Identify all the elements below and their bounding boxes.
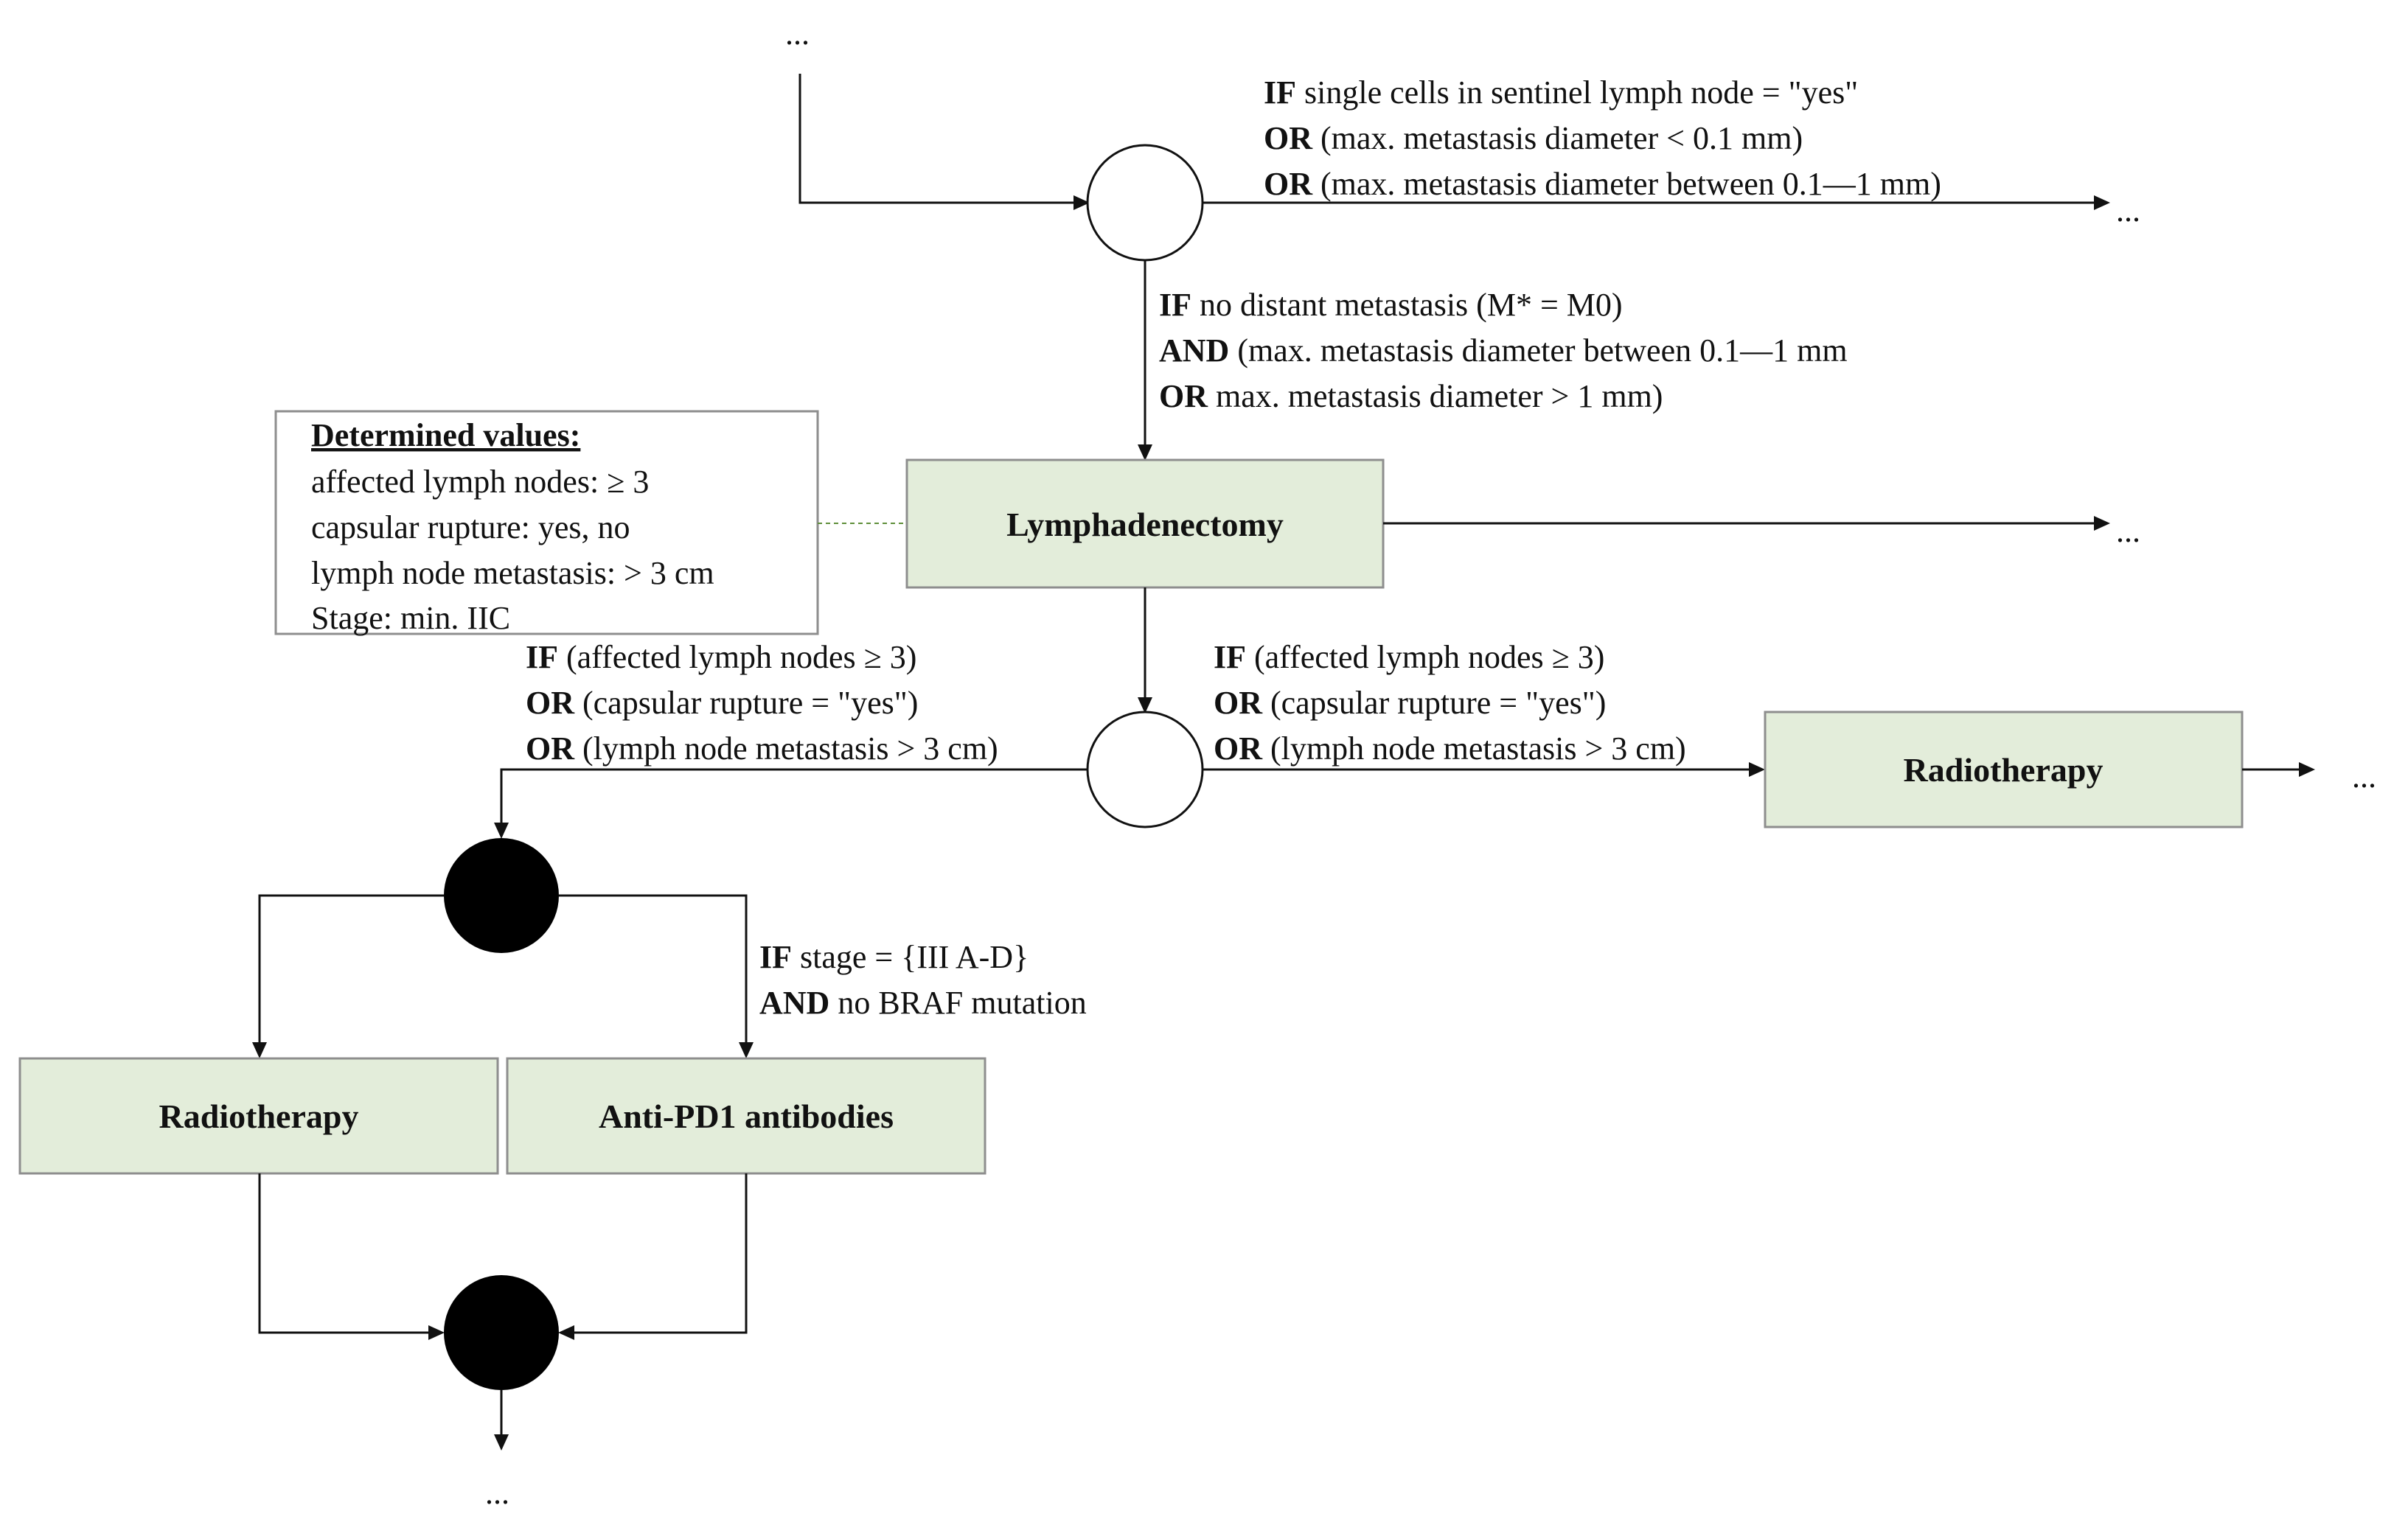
gateway-1-down-condition: IF no distant metastasis (M* = M0) AND (… — [1159, 287, 1848, 414]
condition-keyword: IF — [1264, 74, 1296, 111]
fork-right-arrow — [739, 1042, 754, 1058]
gateway-2[interactable] — [1086, 711, 1204, 828]
gateway-1-right-condition: IF single cells in sentinel lymph node =… — [1264, 74, 1941, 202]
condition-keyword: OR — [1159, 378, 1208, 414]
entry-flow — [798, 74, 1076, 204]
condition-keyword: OR — [526, 730, 575, 767]
gateway-1-right-ellipsis: ... — [2116, 192, 2140, 228]
radiotherapy-right-out-arrow — [2299, 762, 2315, 777]
condition-keyword: AND — [1159, 332, 1229, 369]
svg-text:IF no distant metastasis (M* =: IF no distant metastasis (M* = M0) — [1159, 287, 1623, 323]
lymphadenectomy-label: Lymphadenectomy — [1006, 506, 1284, 543]
svg-text:OR max. metastasis diameter >: OR max. metastasis diameter > 1 mm) — [1159, 378, 1663, 414]
svg-text:OR (capsular rupture = "yes"): OR (capsular rupture = "yes") — [526, 685, 918, 721]
determined-values-note — [274, 410, 819, 635]
parallel-join[interactable] — [444, 1275, 559, 1390]
join-down-arrow — [494, 1434, 509, 1451]
svg-text:IF (affected lymph nodes ≥ 3): IF (affected lymph nodes ≥ 3) — [1214, 639, 1604, 675]
condition-keyword: IF — [1214, 639, 1246, 675]
condition-keyword: AND — [759, 985, 829, 1021]
condition-keyword: IF — [759, 939, 792, 975]
radiotherapy-right-activity[interactable] — [1764, 711, 2244, 828]
condition-text: (max. metastasis diameter between 0.1—1 … — [1312, 166, 1941, 202]
condition-text: (capsular rupture = "yes") — [1262, 685, 1606, 721]
join-right-arrow — [558, 1325, 574, 1340]
svg-text:IF stage = {III A-D}: IF stage = {III A-D} — [759, 939, 1029, 975]
svg-text:AND no BRAF mutation: AND no BRAF mutation — [759, 985, 1087, 1021]
condition-keyword: OR — [526, 685, 575, 721]
svg-text:IF single cells in sentinel ly: IF single cells in sentinel lymph node =… — [1264, 74, 1858, 111]
gateway-1-down-arrow — [1138, 444, 1152, 461]
condition-text: (max. metastasis diameter < 0.1 mm) — [1312, 120, 1803, 156]
parallel-fork[interactable] — [444, 838, 559, 953]
condition-text: (capsular rupture = "yes") — [574, 685, 918, 721]
anti-pd1-label: Anti-PD1 antibodies — [599, 1097, 894, 1135]
gateway-2-left-arrow — [494, 823, 509, 839]
note-line: affected lymph nodes: ≥ 3 — [311, 464, 649, 500]
condition-keyword: OR — [1214, 685, 1263, 721]
condition-keyword: OR — [1264, 120, 1313, 156]
join-left-arrow — [428, 1325, 445, 1340]
fork-right-condition: IF stage = {III A-D} AND no BRAF mutatio… — [759, 939, 1087, 1021]
svg-text:IF (affected lymph nodes ≥ 3): IF (affected lymph nodes ≥ 3) — [526, 639, 916, 675]
condition-keyword: OR — [1214, 730, 1263, 767]
svg-text:AND (max. metastasis diameter: AND (max. metastasis diameter between 0.… — [1159, 332, 1848, 369]
condition-text: (max. metastasis diameter between 0.1—1 … — [1229, 332, 1847, 369]
fork-left-arrow — [252, 1042, 267, 1058]
svg-text:OR (lymph node metastasis > 3: OR (lymph node metastasis > 3 cm) — [526, 730, 998, 767]
condition-keyword: IF — [526, 639, 558, 675]
lymphadenectomy-right-arrow — [2094, 516, 2110, 531]
lymphadenectomy-right-ellipsis: ... — [2116, 513, 2140, 549]
radiotherapy-left-label: Radiotherapy — [159, 1097, 359, 1135]
entry-flow-arrow — [1073, 195, 1090, 210]
join-left-flow — [258, 1173, 430, 1334]
radiotherapy-right-label: Radiotherapy — [1904, 751, 2103, 789]
condition-text: (affected lymph nodes ≥ 3) — [1246, 639, 1604, 675]
gateway-2-left-flow — [500, 768, 1088, 824]
lymphadenectomy-down-arrow — [1138, 697, 1152, 713]
svg-text:OR (capsular rupture = "yes"): OR (capsular rupture = "yes") — [1214, 685, 1606, 721]
gateway-2-right-condition: IF (affected lymph nodes ≥ 3) OR (capsul… — [1214, 639, 1686, 767]
condition-text: stage = {III A-D} — [792, 939, 1029, 975]
note-line: lymph node metastasis: > 3 cm — [311, 555, 714, 591]
condition-text: no BRAF mutation — [829, 985, 1086, 1021]
condition-keyword: OR — [1264, 166, 1313, 202]
svg-text:OR (lymph node metastasis > 3: OR (lymph node metastasis > 3 cm) — [1214, 730, 1686, 767]
condition-text: max. metastasis diameter > 1 mm) — [1208, 378, 1663, 414]
note-line: capsular rupture: yes, no — [311, 509, 630, 545]
condition-text: no distant metastasis (M* = M0) — [1191, 287, 1623, 323]
condition-text: (lymph node metastasis > 3 cm) — [574, 730, 998, 767]
svg-text:OR (max. metastasis diameter b: OR (max. metastasis diameter between 0.1… — [1264, 166, 1941, 202]
note-title: Determined values: — [311, 417, 580, 453]
gateway-2-right-arrow — [1749, 762, 1765, 777]
fork-left-flow — [258, 894, 444, 1044]
radiotherapy-left-activity[interactable] — [18, 1057, 499, 1175]
gateway-2-left-condition: IF (affected lymph nodes ≥ 3) OR (capsul… — [526, 639, 998, 767]
condition-text: single cells in sentinel lymph node = "y… — [1296, 74, 1858, 111]
note-line: Stage: min. IIC — [311, 600, 510, 636]
condition-keyword: IF — [1159, 287, 1191, 323]
fork-right-flow — [559, 894, 748, 1044]
entry-ellipsis: ... — [785, 15, 810, 52]
lymphadenectomy-activity[interactable] — [905, 458, 1385, 589]
svg-text:OR (max. metastasis diameter <: OR (max. metastasis diameter < 0.1 mm) — [1264, 120, 1803, 156]
radiotherapy-right-ellipsis: ... — [2352, 758, 2376, 795]
condition-text: (affected lymph nodes ≥ 3) — [558, 639, 916, 675]
exit-ellipsis: ... — [485, 1475, 509, 1511]
gateway-1-right-arrow — [2094, 195, 2110, 210]
gateway-1[interactable] — [1086, 144, 1204, 262]
condition-text: (lymph node metastasis > 3 cm) — [1262, 730, 1686, 767]
join-right-flow — [573, 1173, 748, 1334]
